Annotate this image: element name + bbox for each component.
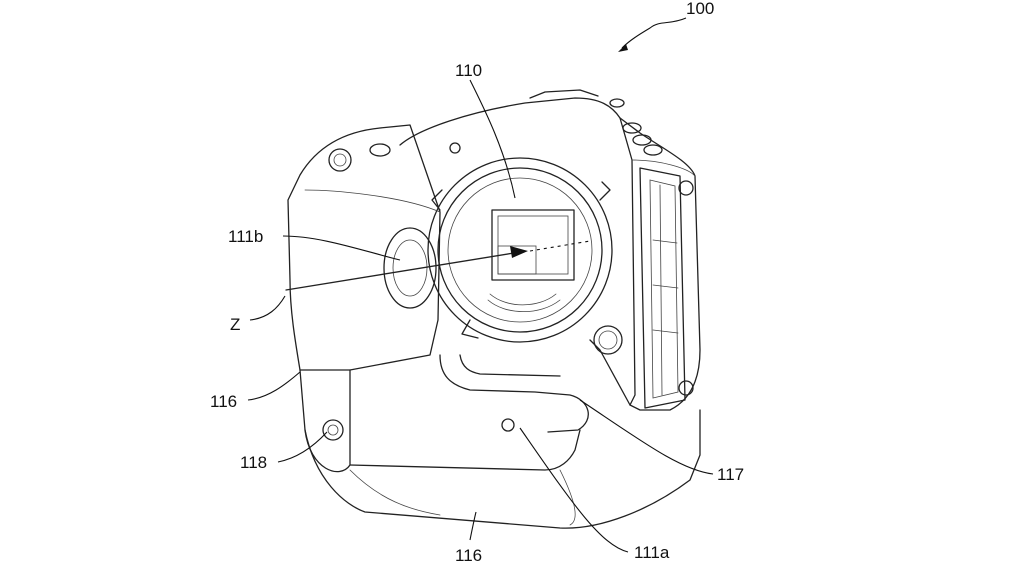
camera-body bbox=[399, 89, 701, 411]
label-contact-front: 111b bbox=[228, 227, 263, 246]
label-bracket: 117 bbox=[717, 465, 744, 484]
label-screw: 118 bbox=[240, 453, 267, 472]
label-axis: Z bbox=[230, 315, 240, 334]
label-mount: 110 bbox=[455, 61, 482, 80]
battery-grip bbox=[287, 124, 701, 529]
label-grip-side: 116 bbox=[210, 392, 237, 411]
label-contact-bottom: 111a bbox=[634, 543, 670, 562]
lens-mount bbox=[427, 157, 613, 343]
optical-axis-arrow bbox=[285, 240, 591, 291]
arrowhead-icon bbox=[510, 246, 528, 258]
leader-lines bbox=[247, 17, 714, 553]
label-device: 100 bbox=[686, 0, 714, 18]
image-sensor bbox=[491, 209, 575, 281]
label-grip-bottom: 116 bbox=[455, 546, 482, 565]
